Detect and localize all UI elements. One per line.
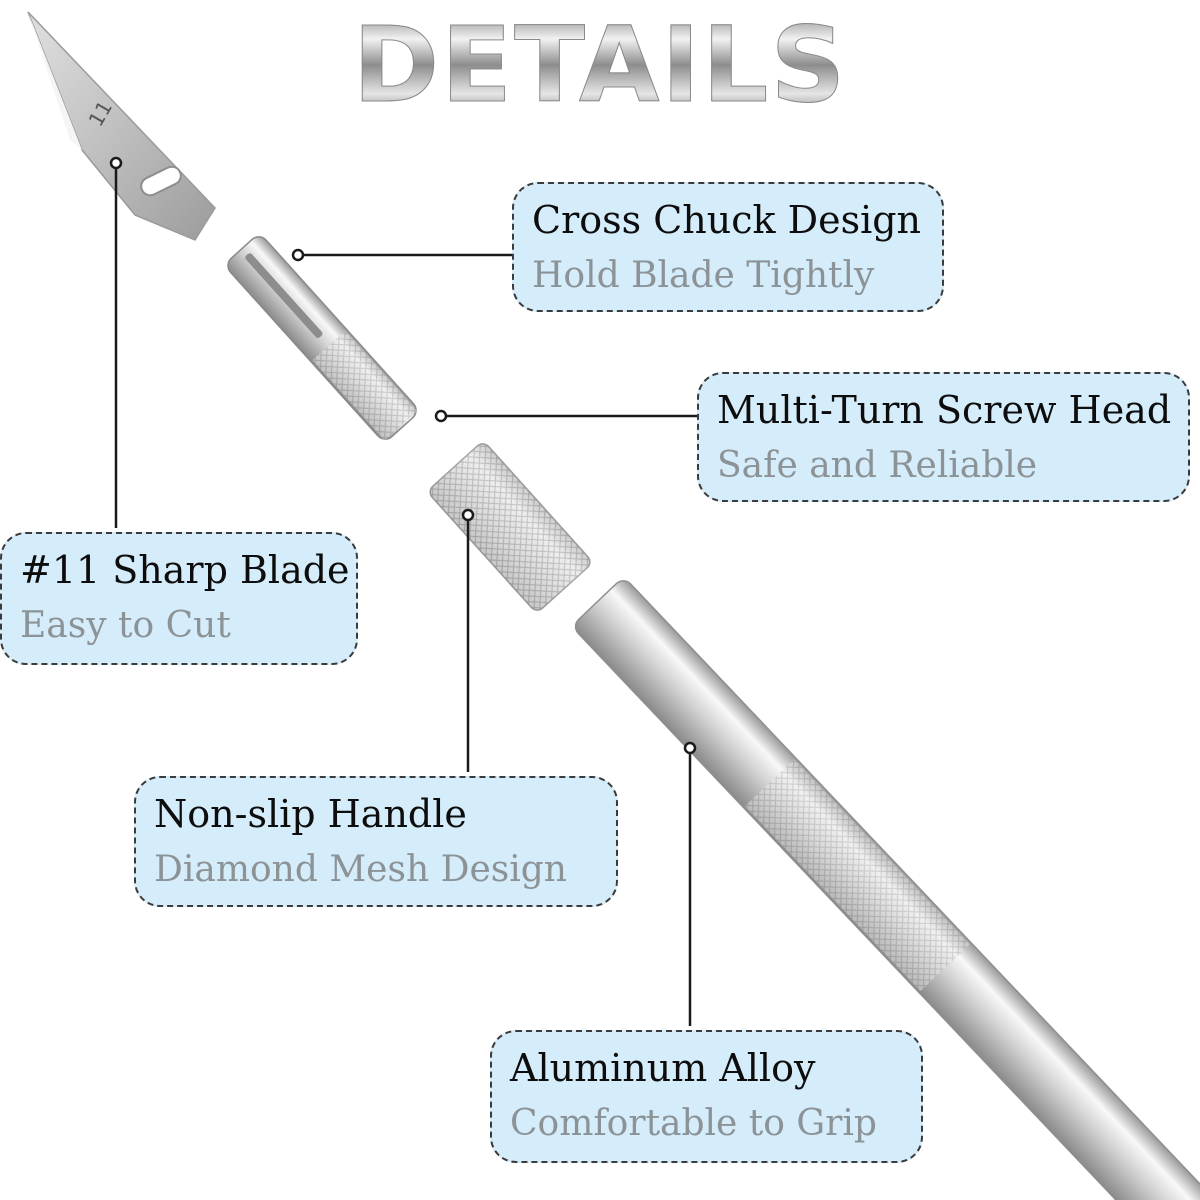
chuck-pointer-dot [291,248,305,262]
callout-aluminum-alloy: Aluminum Alloy Comfortable to Grip [490,1030,923,1163]
callout-heading: Aluminum Alloy [510,1046,816,1090]
callout-heading: Multi-Turn Screw Head [717,388,1172,432]
leader-lines [109,156,697,1026]
callout-non-slip-handle: Non-slip Handle Diamond Mesh Design [134,776,618,907]
callout-subtitle: Comfortable to Grip [510,1103,877,1144]
blade-pointer-dot [109,156,123,170]
chuck-shape [227,236,418,441]
callout-heading: Non-slip Handle [154,792,467,836]
screw-pointer-dot [434,409,448,423]
callout-subtitle: Diamond Mesh Design [154,849,567,890]
blade-slot [140,165,182,197]
callout-sharp-blade: #11 Sharp Blade Easy to Cut [0,532,358,665]
callout-cross-chuck: Cross Chuck Design Hold Blade Tightly [512,182,944,312]
callout-subtitle: Hold Blade Tightly [532,255,875,296]
collar-shape [429,443,591,611]
page-title: DETAILS [330,0,870,130]
blade-shape: 11 [27,11,216,241]
callout-heading: Cross Chuck Design [532,198,922,242]
callout-screw-head: Multi-Turn Screw Head Safe and Reliable [697,372,1190,502]
callout-heading: #11 Sharp Blade [20,548,350,592]
alloy-pointer-dot [683,741,697,755]
callout-subtitle: Easy to Cut [20,605,231,646]
callout-subtitle: Safe and Reliable [717,445,1038,486]
grip-pointer-dot [461,508,475,522]
handle-shape [574,580,1200,1200]
